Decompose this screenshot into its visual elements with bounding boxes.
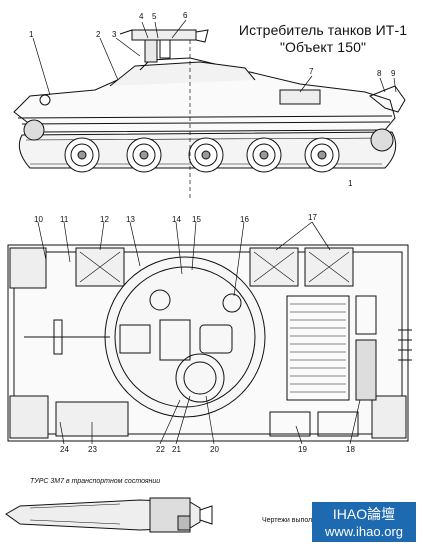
side-label-2: 2 xyxy=(96,30,101,39)
top-label-16: 16 xyxy=(240,215,249,224)
top-label-20: 20 xyxy=(210,445,219,454)
missile-caption: ТУРС 3М7 в транспортном состоянии xyxy=(30,478,161,485)
missile-drawing xyxy=(5,497,213,533)
top-label-22: 22 xyxy=(156,445,165,454)
top-label-23: 23 xyxy=(88,445,97,454)
side-label-6: 6 xyxy=(183,11,188,20)
side-label-3: 3 xyxy=(112,30,117,39)
top-label-24: 24 xyxy=(60,445,69,454)
title-line-2: "Объект 150" xyxy=(279,39,367,55)
watermark-logo: IHAO論壇 www.ihao.org xyxy=(312,502,416,542)
top-label-14: 14 xyxy=(172,215,181,224)
top-label-17: 17 xyxy=(308,213,317,222)
title-line-1: Истребитель танков ИТ-1 xyxy=(238,22,408,38)
top-label-13: 13 xyxy=(126,215,135,224)
footer-credit: Чертежи выпол xyxy=(262,517,313,524)
top-label-15: 15 xyxy=(192,215,201,224)
top-view-drawing xyxy=(7,221,412,445)
side-label-4: 4 xyxy=(139,12,144,21)
side-label-1: 1 xyxy=(29,30,34,39)
top-label-12: 12 xyxy=(100,215,109,224)
side-label-7: 7 xyxy=(309,67,314,76)
side-label-8: 8 xyxy=(377,69,382,78)
side-label-5: 5 xyxy=(152,12,157,21)
side-view-mark: 1 xyxy=(348,179,353,188)
top-label-18: 18 xyxy=(346,445,355,454)
top-label-11: 11 xyxy=(60,215,69,224)
watermark-line-2: www.ihao.org xyxy=(324,524,404,539)
side-label-9: 9 xyxy=(391,69,396,78)
drawing-title: Истребитель танков ИТ-1 "Объект 150" xyxy=(238,22,408,56)
watermark-line-1: IHAO論壇 xyxy=(332,506,396,522)
top-label-19: 19 xyxy=(298,445,307,454)
top-label-10: 10 xyxy=(34,215,43,224)
side-view-drawing xyxy=(13,19,406,200)
top-label-21: 21 xyxy=(172,445,181,454)
